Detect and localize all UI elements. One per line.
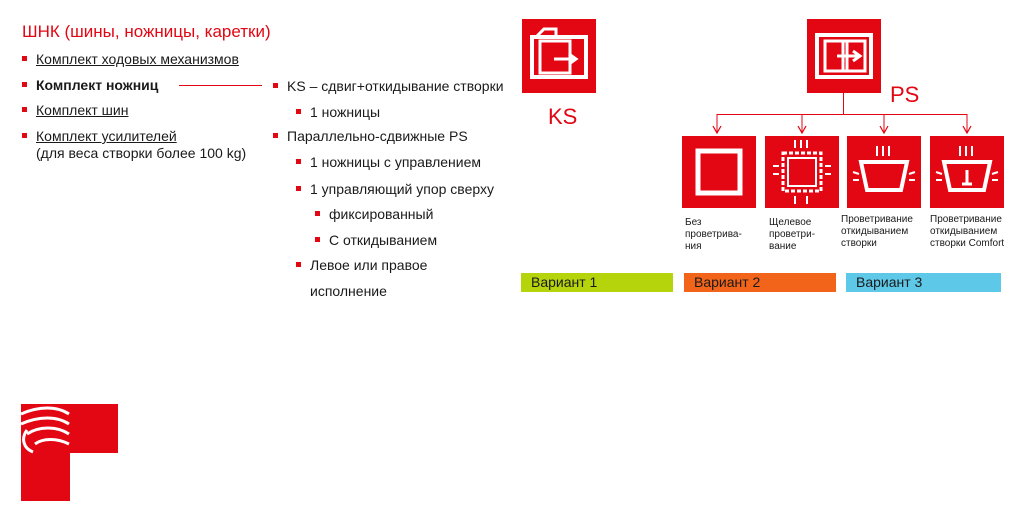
list-item-label: Параллельно-сдвижные PS [287,128,468,144]
option-caption-1: Без проветрива-ния [685,217,742,252]
tilt-slide-window-icon [522,19,596,93]
list-item-label: С откидыванием [329,232,438,248]
slot-ventilation-icon [765,136,839,208]
page-title: ШНК (шины, ножницы, каретки) [22,22,271,41]
bullet-icon [296,262,301,267]
option-caption-4: Проветривание откидыванием створки Comfo… [930,214,1005,249]
list-item-label[interactable]: Комплект ходовых механизмов [36,51,239,67]
bullet-icon [273,133,278,138]
list-item-label-continued: исполнение [310,283,387,299]
tilt-comfort-ventilation-icon [930,136,1004,208]
bullet-icon [296,159,301,164]
bullet-icon [296,109,301,114]
list-item-label[interactable]: Комплект усилителей [36,128,177,144]
list-item-label: Левое или правое [310,257,428,273]
tree-trunk-line [843,93,844,114]
option-caption-3: Проветривание откидыванием створки [841,214,913,249]
branch-arrow-3 [879,114,889,134]
connector-line [179,85,262,86]
list-item-label: 1 ножницы с управлением [310,154,482,170]
list-item-label[interactable]: Комплект шин [36,102,129,118]
tree-branch-line [717,114,967,115]
bullet-icon [315,237,320,242]
list-item-sub-label: (для веса створки более 100 kg) [36,145,247,161]
bullet-icon [273,83,278,88]
bullet-icon [22,82,27,87]
variant-2-bar: Вариант 2 [684,273,836,292]
no-ventilation-icon [682,136,756,208]
bullet-icon [22,107,27,112]
list-item-label: KS – сдвиг+откидывание створки [287,78,504,94]
option-caption-2: Щелевое проветри-вание [769,217,816,252]
branch-arrow-1 [712,114,722,134]
branch-arrow-4 [962,114,972,134]
parallel-slide-window-icon [807,19,881,93]
variant-1-bar: Вариант 1 [521,273,673,292]
bullet-icon [22,133,27,138]
variant-3-bar: Вариант 3 [846,273,1001,292]
list-item-label: Комплект ножниц [36,77,159,93]
bullet-icon [296,186,301,191]
ps-label: PS [890,82,920,107]
bullet-icon [315,211,320,216]
tilt-ventilation-icon [847,136,921,208]
list-item-label: 1 ножницы [310,104,381,120]
list-item-label: фиксированный [329,206,434,222]
company-logo [21,404,118,501]
branch-arrow-2 [797,114,807,134]
list-item-label: 1 управляющий упор сверху [310,181,494,197]
bullet-icon [22,56,27,61]
ks-label: KS [548,104,578,129]
